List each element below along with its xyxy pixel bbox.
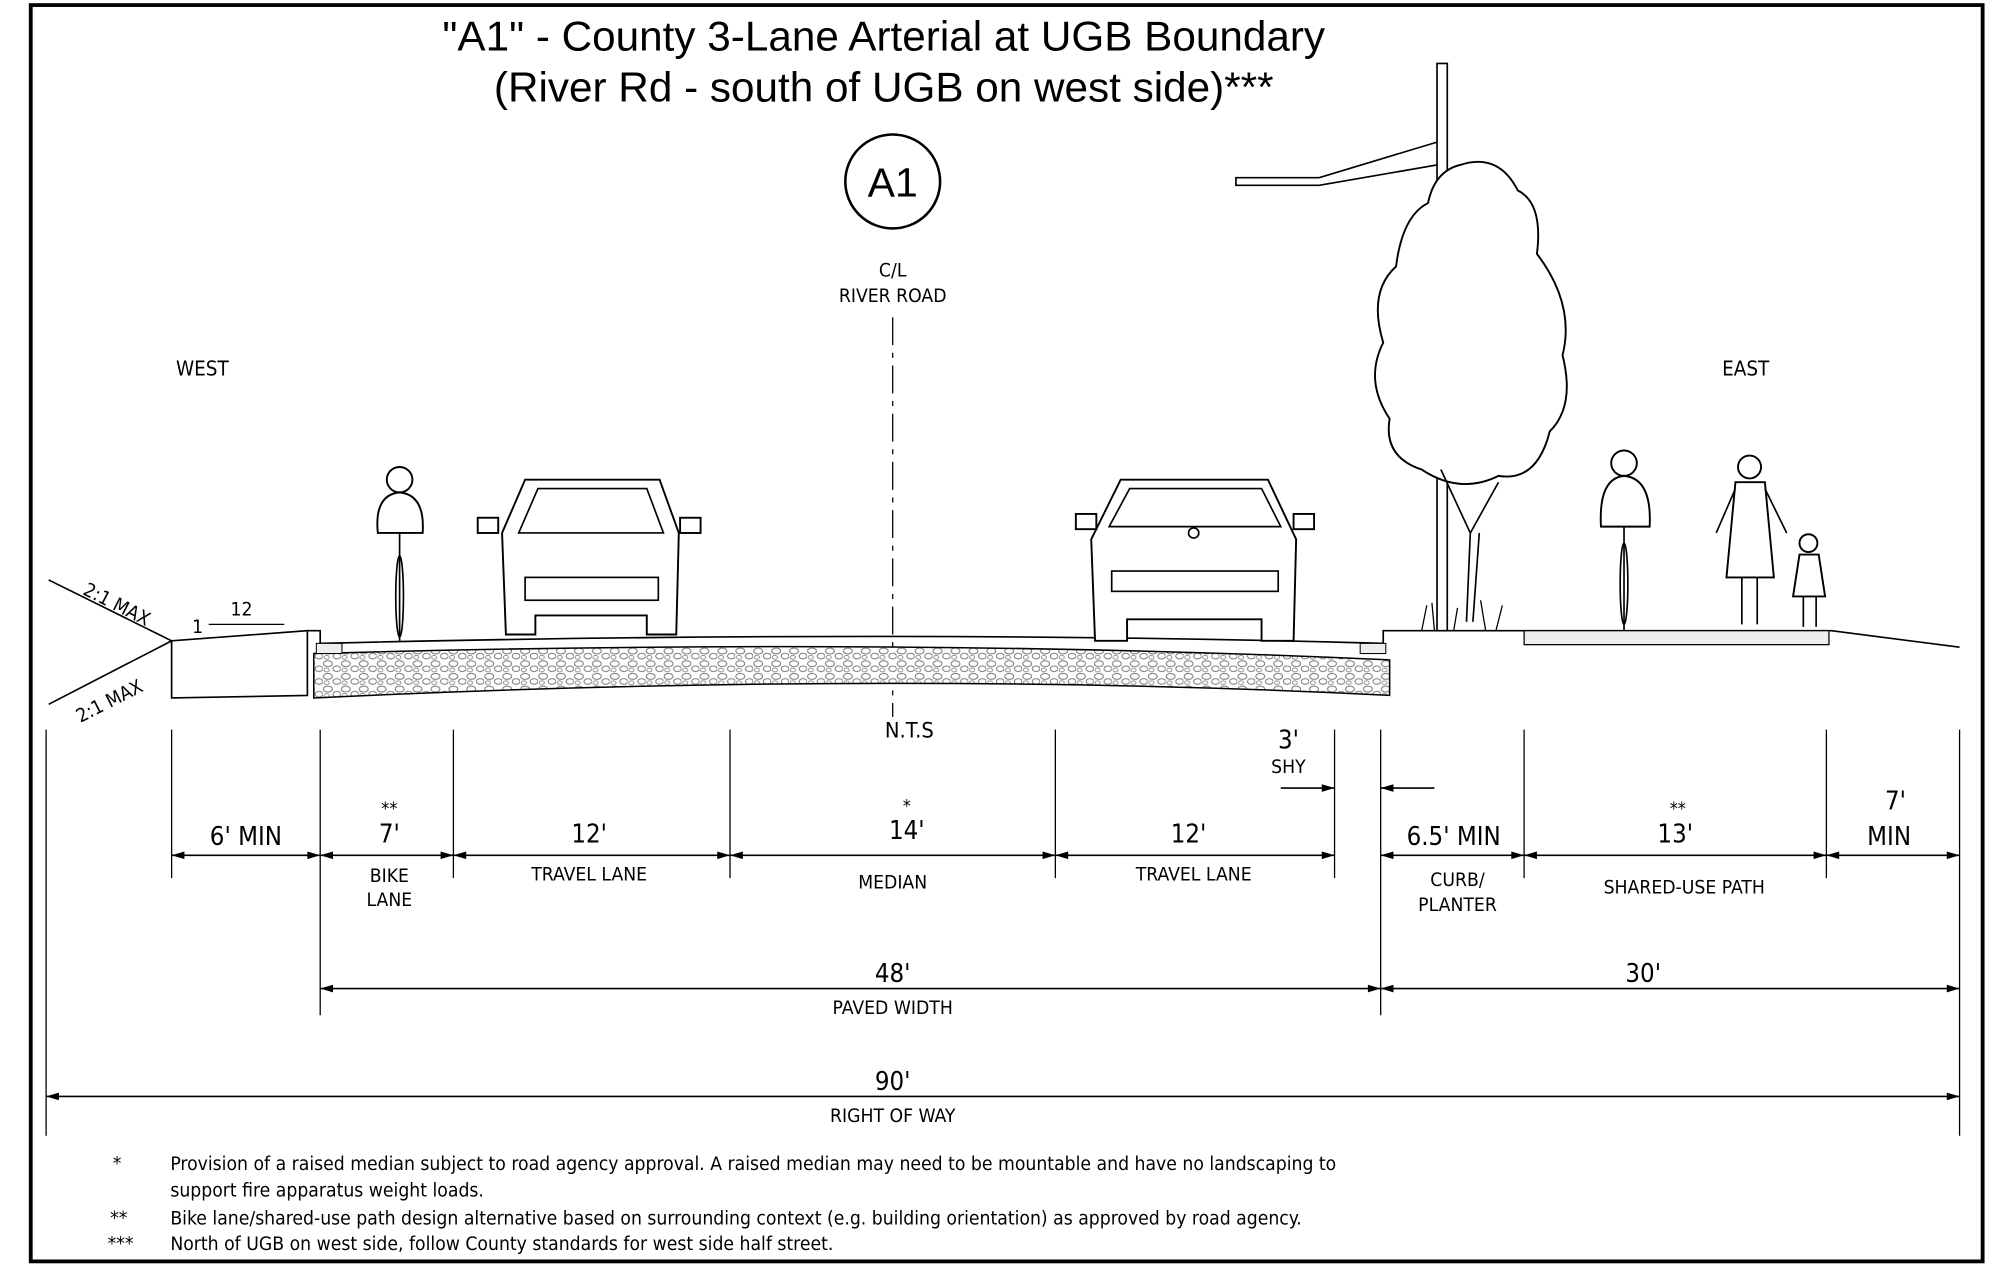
footnote-1-line-1: Provision of a raised median subject to … [170, 1152, 1336, 1175]
lower-slope-label: 2:1 MAX [72, 675, 147, 728]
upper-slope-line [48, 579, 172, 642]
drawing-border [28, 3, 1985, 1264]
section-marker: A1 [844, 133, 942, 230]
dim-east-buffer-label: MIN [1867, 822, 1911, 852]
dim-bike-lane-label-2: LANE [366, 888, 412, 911]
upper-slope-label: 2:1 MAX [80, 578, 155, 631]
road-base-layer [313, 645, 1391, 699]
dim-median-value: 14' [889, 816, 925, 846]
east-curb [1359, 642, 1387, 655]
cyclist-shared-path [1599, 449, 1651, 631]
dim-shared-use-path-note: ** [1670, 799, 1686, 820]
dim-travel-lane-west-value: 12' [571, 820, 607, 850]
lower-slope-line [48, 640, 173, 706]
dim-travel-lane-west-label: TRAVEL LANE [530, 863, 647, 886]
dim-shared-use-path-label: SHARED-USE PATH [1604, 875, 1765, 898]
dim-paved-width-value: 48' [875, 959, 911, 989]
scale-note: N.T.S [885, 718, 934, 743]
slope-run-label: 12 [231, 598, 253, 621]
dim-shy-label: SHY [1271, 755, 1306, 778]
dim-travel-lane-east-value: 12' [1171, 820, 1207, 850]
street-tree [1374, 160, 1568, 631]
footnote-2-line-1: Bike lane/shared-use path design alterna… [170, 1207, 1301, 1230]
dim-curb-planter-label-2: PLANTER [1418, 893, 1497, 916]
west-shoulder [170, 629, 309, 699]
slope-rise-label: 1 [192, 615, 203, 638]
dim-median-note: * [903, 796, 911, 817]
centerline-road-name: RIVER ROAD [839, 284, 947, 307]
dim-bike-lane-value: 7' [379, 820, 400, 850]
dimension-lines-row-1 [171, 784, 1960, 860]
extension-lines [45, 729, 1961, 1136]
dim-curb-planter-label-1: CURB/ [1430, 868, 1485, 891]
dim-shy-value: 3' [1278, 726, 1299, 756]
footnote-1-mark: * [113, 1152, 122, 1175]
dim-right-of-way-value: 90' [875, 1067, 911, 1097]
road-surface [307, 629, 1397, 645]
dim-median-label: MEDIAN [858, 870, 927, 893]
title-line-2: (River Rd - south of UGB on west side)**… [494, 64, 1274, 111]
footnote-1-line-2: support fire apparatus weight loads. [170, 1179, 484, 1202]
dim-shared-use-path-value: 13' [1657, 820, 1693, 850]
footnote-3-line-1: North of UGB on west side, follow County… [170, 1232, 833, 1255]
pedestrian-adult [1715, 454, 1788, 625]
dim-west-buffer-value: 6' MIN [210, 822, 282, 852]
dim-right-of-way-label: RIGHT OF WAY [830, 1104, 956, 1127]
section-marker-label: A1 [868, 160, 918, 206]
footnotes: * Provision of a raised median subject t… [108, 1152, 1337, 1255]
direction-east: EAST [1722, 357, 1770, 381]
dim-curb-planter-value: 6.5' MIN [1407, 822, 1501, 852]
road-section [48, 579, 1960, 706]
west-curb [315, 642, 343, 655]
suv-westbound [476, 478, 702, 636]
title-line-1: "A1" - County 3-Lane Arterial at UGB Bou… [442, 13, 1325, 60]
shared-use-path-surface [1523, 630, 1830, 646]
dim-bike-lane-label-1: BIKE [370, 864, 409, 887]
centerline-label: C/L [879, 259, 907, 282]
pedestrian-child [1791, 533, 1827, 627]
dim-paved-width-label: PAVED WIDTH [833, 996, 953, 1019]
car-eastbound [1074, 478, 1316, 642]
cyclist-bike-lane [376, 466, 424, 641]
dim-east-buffer-value: 7' [1885, 787, 1906, 817]
dim-travel-lane-east-label: TRAVEL LANE [1135, 863, 1252, 886]
footnote-3-mark: *** [108, 1232, 134, 1255]
dim-east-side-value: 30' [1625, 959, 1661, 989]
direction-west: WEST [176, 357, 230, 381]
footnote-2-mark: ** [110, 1207, 128, 1230]
dim-bike-lane-note: ** [381, 799, 397, 820]
